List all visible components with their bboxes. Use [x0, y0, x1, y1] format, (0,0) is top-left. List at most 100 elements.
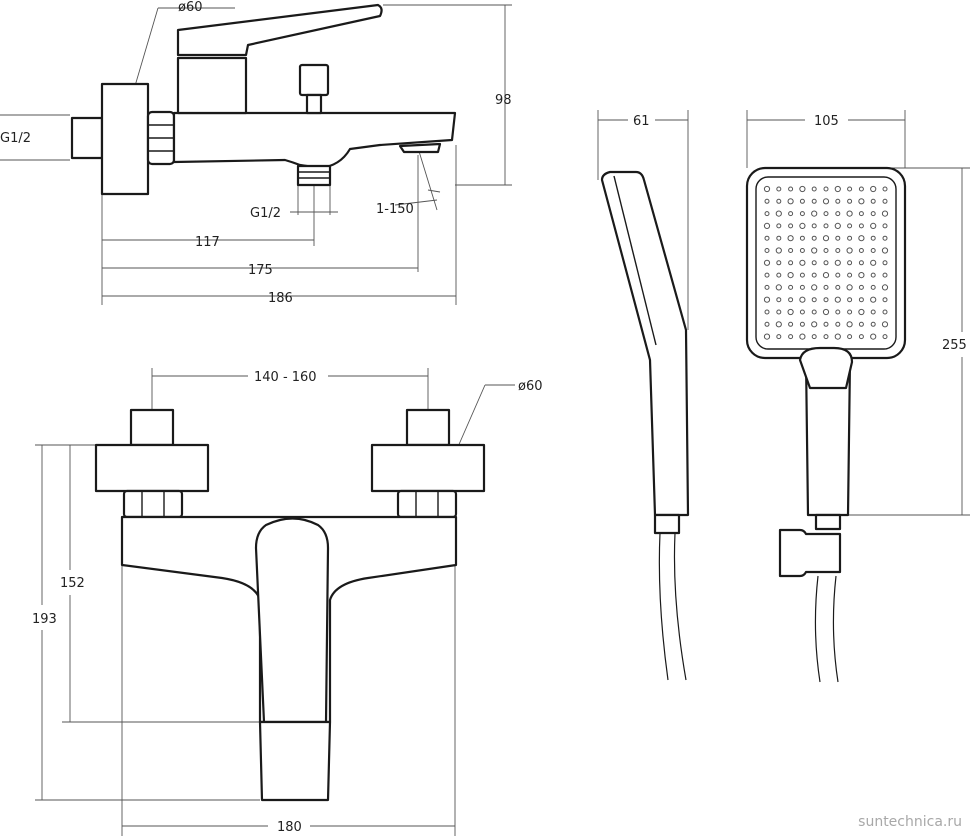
spray-nozzle	[847, 309, 853, 315]
spray-nozzle	[858, 272, 865, 279]
spray-nozzle	[835, 321, 841, 327]
shower-side-dimension-lines	[597, 110, 689, 330]
side-dim-outlet-thread: G1/2	[250, 206, 281, 221]
spray-nozzle	[823, 186, 829, 192]
side-dim-outlet-angle: 1-150	[376, 202, 414, 217]
spray-nozzle	[788, 248, 794, 253]
spray-nozzle	[763, 259, 771, 266]
spray-nozzle	[847, 198, 853, 204]
watermark: suntechnica.ru	[858, 814, 962, 830]
spray-nozzle	[776, 223, 782, 229]
spray-nozzle	[847, 235, 853, 241]
spray-nozzle	[788, 211, 794, 217]
spray-nozzle	[847, 260, 853, 266]
shower-side-body	[600, 170, 690, 517]
front-right-hex-nut	[396, 489, 458, 519]
bath-mixer-front-view: 140 - 160 ø60 152 193 180	[32, 368, 543, 836]
spray-nozzle	[787, 272, 794, 279]
hand-shower-side-view: 61	[597, 110, 690, 681]
spray-nozzle	[870, 248, 876, 253]
side-wall-flange	[100, 82, 150, 196]
side-dim-height: 98	[495, 93, 512, 108]
spray-nozzle	[764, 272, 770, 278]
spray-nozzle	[870, 284, 876, 290]
shower-side-dim-thickness: 61	[633, 114, 650, 129]
spray-nozzle	[787, 198, 794, 205]
shower-side-hose	[658, 532, 687, 681]
front-right-inlet-pipe	[405, 408, 451, 447]
spray-nozzle	[811, 321, 818, 328]
spray-nozzle	[788, 297, 794, 303]
shower-front-dim-length: 255	[942, 338, 967, 353]
side-dim-left-thread: G1/2	[0, 131, 31, 146]
spray-nozzle	[835, 284, 841, 290]
spray-nozzle	[846, 247, 853, 254]
front-right-wall-flange	[370, 443, 486, 493]
spray-nozzle	[882, 186, 888, 192]
side-cartridge-housing	[176, 56, 248, 115]
front-lever-handle	[254, 517, 330, 724]
front-spout-outlet	[258, 720, 332, 802]
spray-nozzle	[811, 198, 817, 204]
spray-nozzle	[822, 235, 830, 242]
spray-nozzle	[882, 272, 888, 278]
spray-nozzle	[799, 284, 805, 290]
spray-nozzle	[776, 235, 782, 241]
spray-nozzle	[858, 223, 864, 229]
front-left-inlet-pipe	[129, 408, 175, 447]
spray-nozzle	[870, 272, 876, 278]
spray-nozzle	[799, 333, 806, 340]
spray-nozzle	[764, 235, 770, 241]
side-mixer-body	[172, 111, 457, 170]
spray-nozzle	[835, 272, 841, 278]
spray-nozzle	[847, 223, 853, 229]
spray-nozzle	[858, 297, 864, 303]
spray-nozzle	[882, 235, 888, 241]
spray-nozzle	[822, 198, 830, 205]
spray-nozzle	[775, 321, 782, 328]
spray-nozzle	[799, 185, 806, 193]
spray-nozzle	[847, 272, 853, 278]
side-shower-outlet-thread	[296, 164, 332, 187]
spray-nozzle	[799, 259, 806, 266]
spray-nozzle	[822, 308, 830, 316]
spray-nozzle	[870, 333, 877, 340]
spray-nozzle	[834, 333, 841, 340]
spray-nozzle	[799, 309, 805, 315]
side-aerator-outlet	[398, 142, 442, 154]
spray-nozzle	[834, 296, 841, 303]
spray-nozzle	[823, 248, 829, 253]
spray-nozzle	[858, 248, 864, 253]
spray-nozzle	[776, 334, 782, 340]
spray-nozzle	[882, 223, 888, 229]
shower-front-hose	[814, 575, 839, 683]
spray-nozzle	[811, 235, 817, 241]
spray-nozzle	[870, 185, 877, 193]
shower-front-connector	[814, 513, 842, 531]
spray-nozzle	[763, 333, 771, 340]
spray-nozzle	[823, 260, 829, 266]
spray-nozzle	[776, 198, 782, 204]
spray-nozzle	[763, 185, 771, 193]
spray-nozzle	[776, 272, 782, 278]
spray-nozzle	[776, 297, 782, 303]
spray-nozzle	[881, 247, 889, 254]
spray-nozzle	[811, 186, 817, 192]
spray-nozzle	[823, 284, 829, 290]
side-dim-inlet-diameter: ø60	[178, 0, 203, 15]
spray-nozzle	[764, 321, 770, 327]
shower-wall-bracket	[778, 528, 842, 578]
spray-nozzle	[788, 321, 794, 327]
spray-nozzle	[811, 210, 818, 217]
spray-nozzle	[799, 198, 805, 204]
shower-side-connector	[653, 513, 681, 535]
spray-nozzle	[847, 334, 853, 340]
shower-nozzle-grid	[763, 185, 889, 340]
front-dim-flange-diameter: ø60	[518, 379, 543, 394]
spray-nozzle	[811, 284, 818, 291]
spray-nozzle	[881, 321, 889, 328]
spray-nozzle	[858, 321, 864, 327]
spray-nozzle	[764, 211, 770, 217]
spray-nozzle	[858, 235, 865, 242]
